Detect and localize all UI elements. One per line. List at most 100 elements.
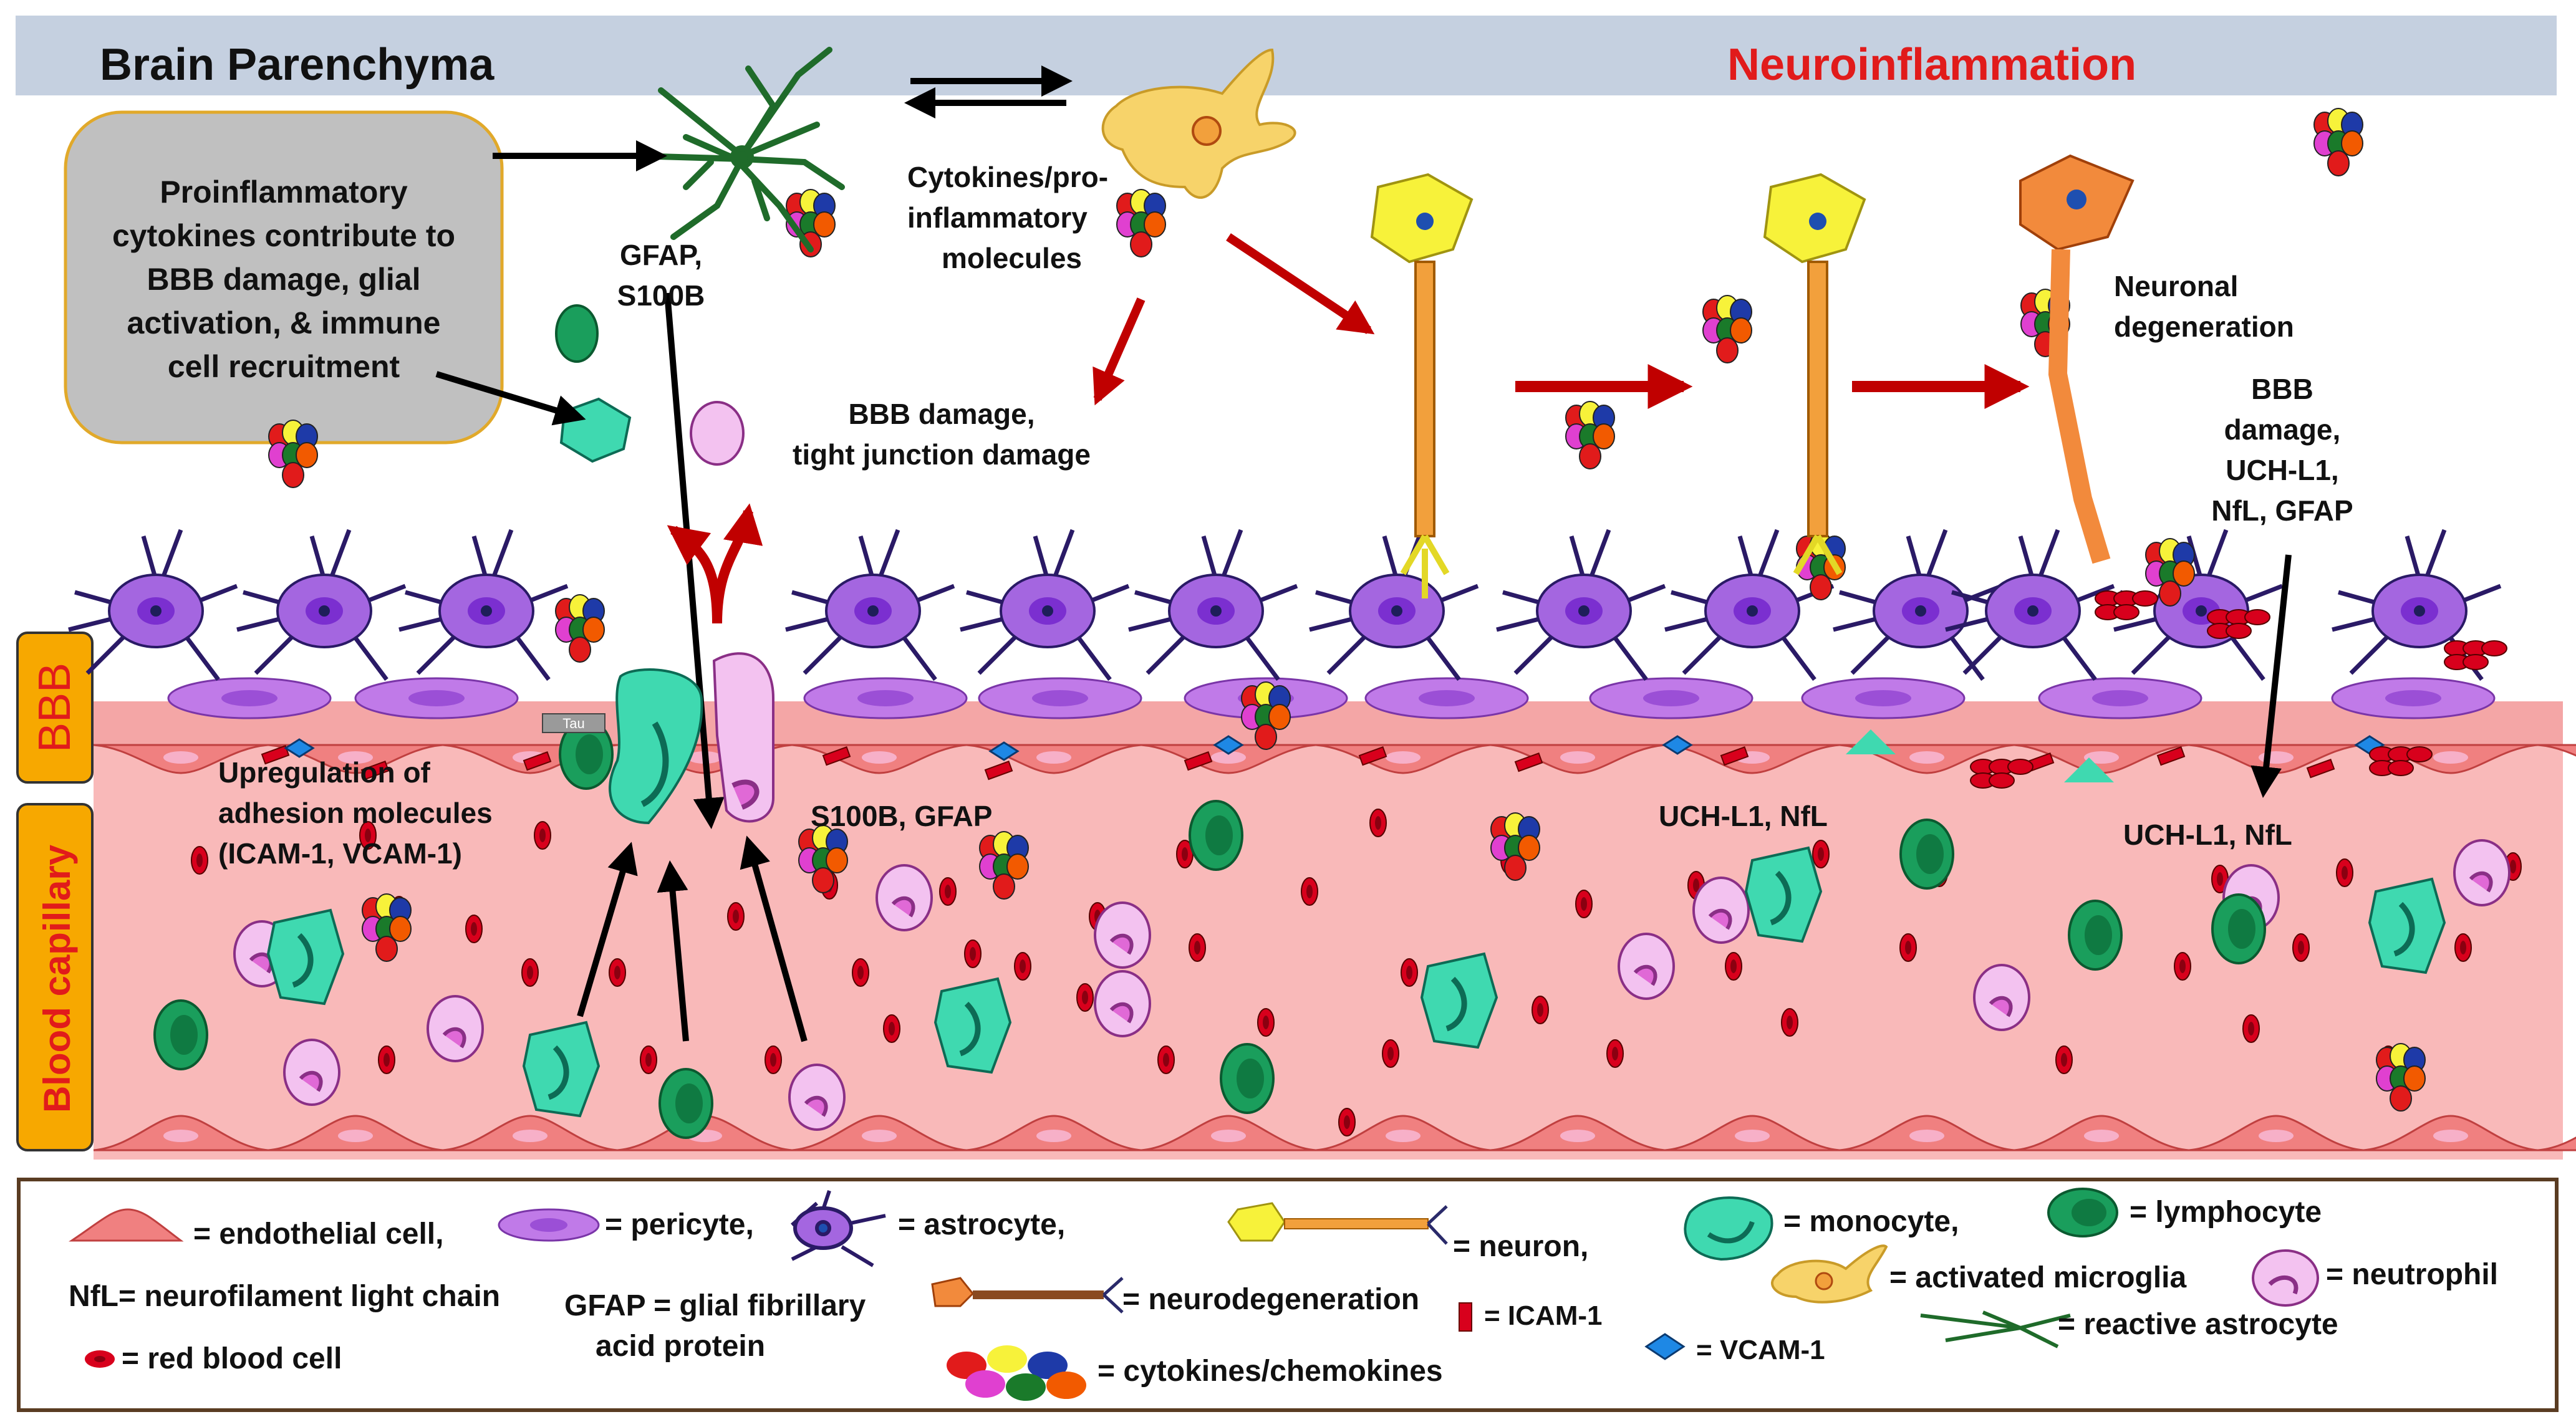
tight-junction <box>2064 757 2114 782</box>
astrocyte <box>68 529 238 681</box>
cytokine-cluster <box>362 893 412 962</box>
icam-1 <box>822 746 851 766</box>
red-blood-cell <box>2481 640 2507 656</box>
red-blood-cell <box>2463 654 2489 670</box>
neutrophil <box>690 401 745 466</box>
astrocyte-icon <box>791 1190 886 1267</box>
legend-rbc: = red blood cell <box>122 1342 342 1375</box>
red-blood-cell-icon <box>85 1350 115 1368</box>
svg-text:degeneration: degeneration <box>2114 310 2294 343</box>
neuron-icon <box>1227 1202 1448 1245</box>
legend-monocyte: = monocyte, <box>1783 1205 1959 1238</box>
svg-text:BBB damage,: BBB damage, <box>848 398 1035 430</box>
legend-astrocyte: = astrocyte, <box>898 1208 1065 1241</box>
monocyte <box>522 1021 601 1118</box>
cytokine-cluster <box>798 825 848 893</box>
red-blood-cell <box>2406 746 2433 762</box>
legend-endothelial: = endothelial cell, <box>193 1218 443 1251</box>
vcam-1 <box>988 741 1020 761</box>
cytokine-cluster <box>268 420 318 488</box>
icam-1 <box>1720 746 1749 766</box>
neuroinflammation-title: Neuroinflammation <box>1727 40 2136 90</box>
header-band <box>16 16 2557 95</box>
svg-text:NfL, GFAP: NfL, GFAP <box>2211 494 2353 527</box>
cytokine-cluster <box>786 189 836 257</box>
svg-text:GFAP,: GFAP, <box>620 239 702 271</box>
vcam-1 <box>284 738 315 758</box>
svg-text:UCH-L1,: UCH-L1, <box>2226 454 2338 486</box>
legend: = endothelial cell, = pericyte, = astroc… <box>17 1178 2559 1412</box>
icam-1 <box>261 745 290 765</box>
monocyte-crossing-bbb <box>609 668 703 825</box>
vcam-1 <box>1213 735 1244 755</box>
monocyte <box>1420 952 1498 1049</box>
red-blood-cell <box>2226 623 2252 639</box>
icam-1 <box>1514 752 1543 772</box>
arrow-microglia-to-bbb-damage <box>1093 297 1146 406</box>
endothelial-cell <box>2537 744 2576 757</box>
svg-text:BBB: BBB <box>30 663 80 752</box>
label-upregulation: Upregulation of adhesion molecules (ICAM… <box>218 756 493 870</box>
legend-gfap-line-2: acid protein <box>596 1330 765 1363</box>
svg-text:BBB: BBB <box>2251 373 2313 405</box>
monocyte <box>2368 877 2446 974</box>
astrocyte <box>2332 529 2502 681</box>
lymphocyte-icon <box>2047 1188 2118 1237</box>
label-bbb-damage-tight-junction: BBB damage, tight junction damage <box>793 398 1091 471</box>
cytokine-cluster <box>1702 295 1752 363</box>
arrow-monocyte-migration <box>577 842 638 1017</box>
callout-line-5: cell recruitment <box>168 349 400 384</box>
arrow-microglia-to-neuron <box>1226 233 1375 335</box>
astrocyte <box>785 529 955 681</box>
vcam-1 <box>1662 735 1693 755</box>
svg-text:molecules: molecules <box>942 242 1082 274</box>
legend-neutrophil: = neutrophil <box>2326 1258 2498 1291</box>
svg-text:Tau: Tau <box>562 716 584 731</box>
icam-1-icon <box>1459 1302 1472 1332</box>
icam-1 <box>2156 746 2186 766</box>
arrow-markers-into-blood <box>2250 554 2292 798</box>
label-uchl1-nfl-mid: UCH-L1, NfL <box>1659 800 1828 832</box>
tight-junction <box>1846 729 1896 754</box>
activated-monocyte <box>559 397 632 463</box>
cytokine-cluster <box>1116 189 1166 257</box>
svg-text:(ICAM-1, VCAM-1): (ICAM-1, VCAM-1) <box>218 837 462 870</box>
red-blood-cell <box>2244 609 2270 625</box>
monocyte <box>1744 846 1823 943</box>
astrocyte <box>1833 529 2003 681</box>
callout-line-2: cytokines contribute to <box>112 218 455 253</box>
astrocyte <box>960 529 1130 681</box>
endothelial-cell-icon <box>69 1208 184 1242</box>
label-neuronal-degeneration: Neuronal degeneration <box>2114 270 2294 343</box>
label-gfap-s100b-top: GFAP, S100B <box>617 239 705 312</box>
legend-icam: = ICAM-1 <box>1484 1300 1602 1331</box>
legend-box <box>17 1178 2559 1412</box>
neuron-degenerating <box>2019 154 2135 564</box>
monocyte-icon <box>1684 1196 1773 1261</box>
tau-tag: Tau <box>542 713 605 733</box>
reactive-astrocyte-icon <box>1920 1310 2071 1348</box>
red-blood-cell <box>1989 772 2015 789</box>
proinflammatory-callout: Proinflammatory cytokines contribute to … <box>64 110 504 444</box>
astrocyte <box>1496 529 1666 681</box>
activated-microglia-icon <box>1771 1244 1888 1304</box>
svg-text:inflammatory: inflammatory <box>907 201 1088 234</box>
svg-text:adhesion molecules: adhesion molecules <box>218 797 493 829</box>
legend-gfap-line-1: GFAP = glial fibrillary <box>564 1289 866 1322</box>
cytokine-cluster <box>979 831 1029 900</box>
svg-text:Cytokines/pro-: Cytokines/pro- <box>907 161 1108 193</box>
cytokine-cluster <box>555 594 605 663</box>
label-cytokines: Cytokines/pro- inflammatory molecules <box>907 161 1108 274</box>
neurodegeneration-icon <box>931 1277 1124 1314</box>
astrocyte <box>236 529 407 681</box>
neuron-healthy <box>1370 173 1474 598</box>
cytokine-cluster-icon <box>947 1345 1086 1401</box>
legend-nfl: NfL= neurofilament light chain <box>69 1280 500 1313</box>
red-blood-cell <box>2132 590 2158 607</box>
monocyte <box>266 908 345 1006</box>
cytokine-cluster <box>2376 1043 2426 1112</box>
legend-lymphocyte: = lymphocyte <box>2130 1196 2322 1229</box>
legend-neurodegeneration: = neurodegeneration <box>1122 1283 1419 1316</box>
cytokine-cluster <box>1565 401 1615 469</box>
